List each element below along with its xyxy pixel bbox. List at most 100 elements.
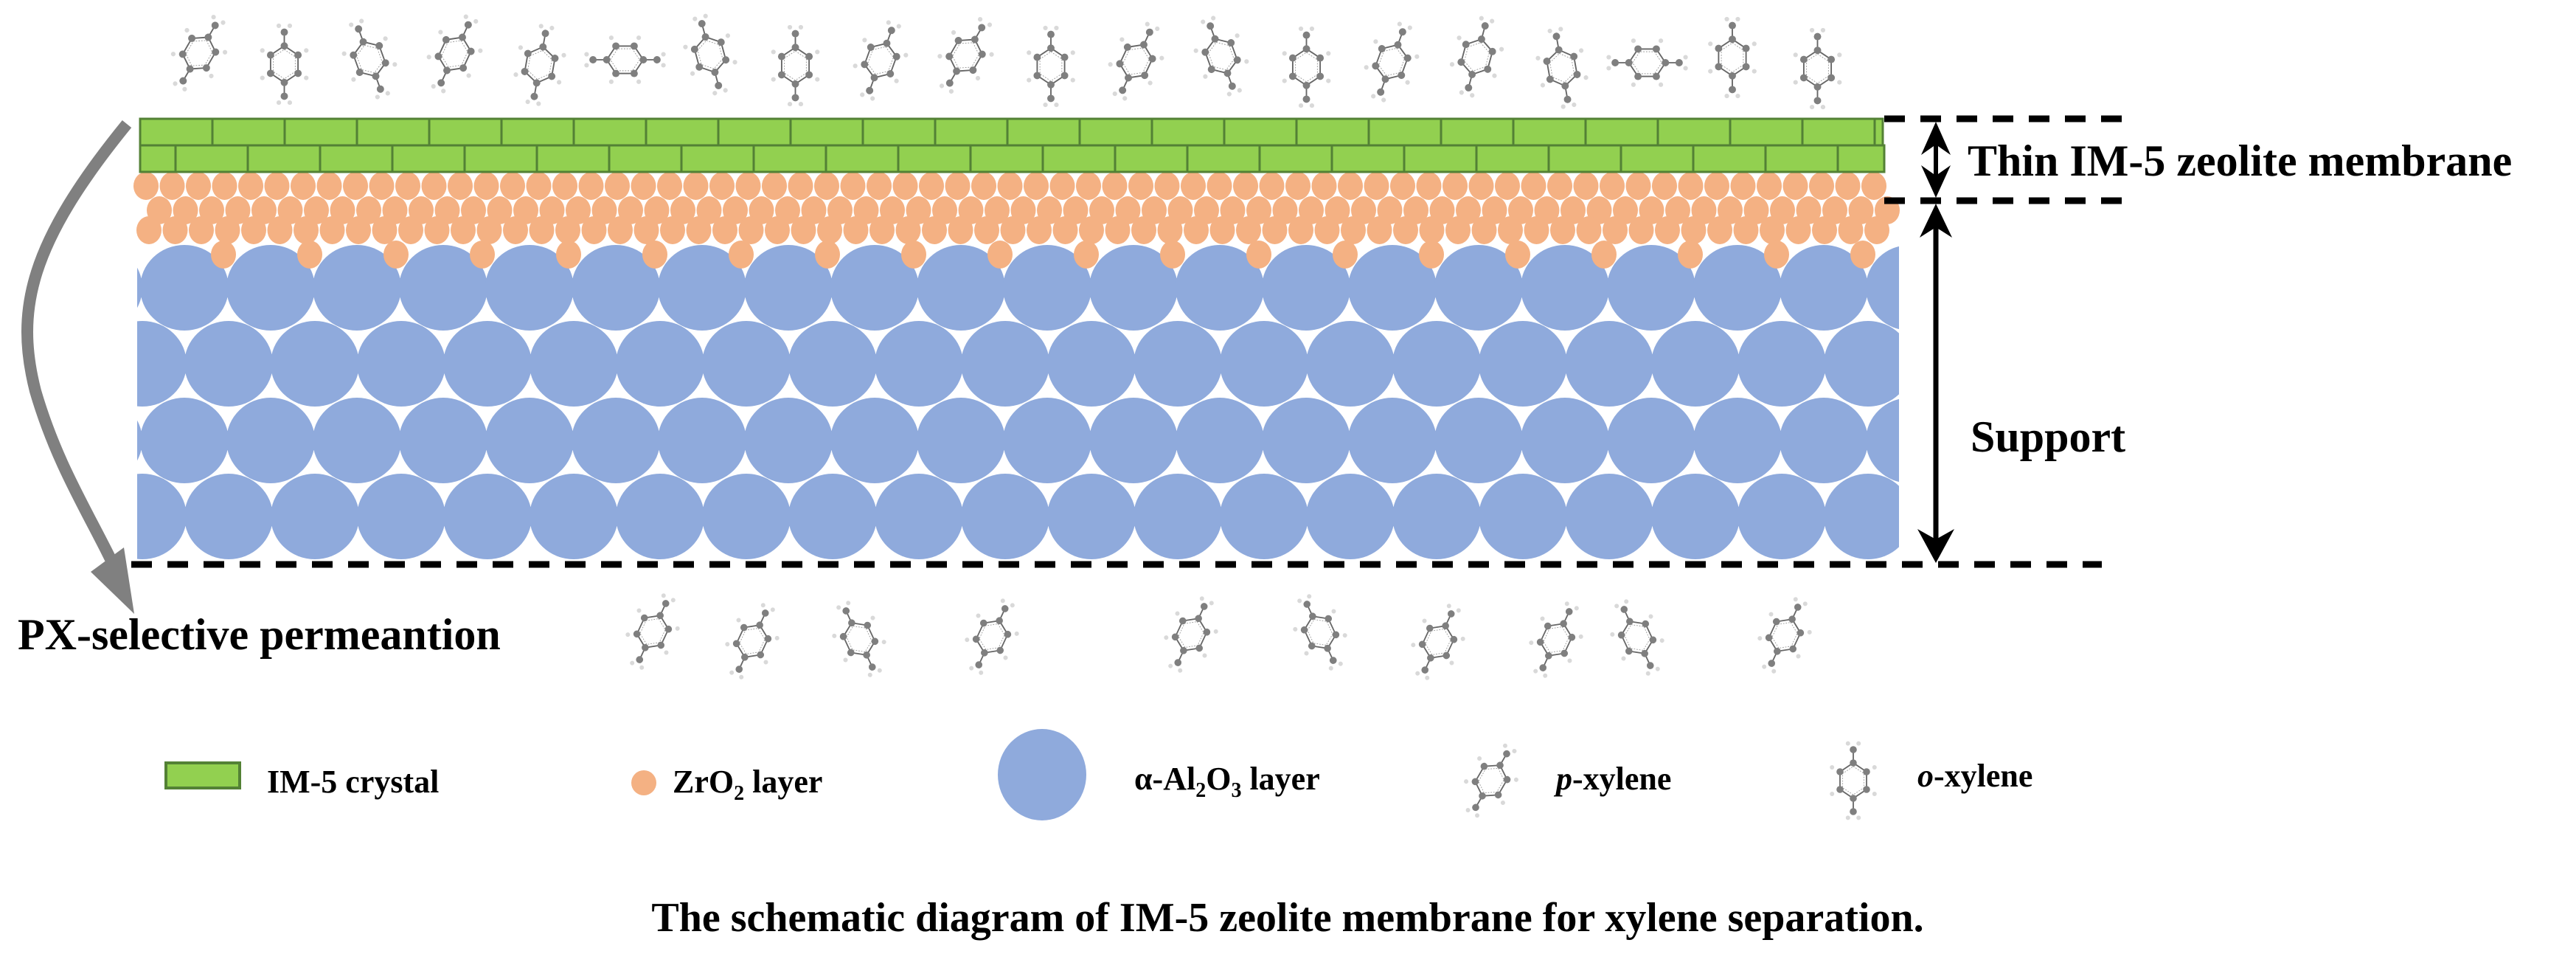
- o-xylene-molecule-icon: [770, 24, 821, 108]
- zro2-particle: [448, 172, 473, 200]
- legend-label-al2o3: α-Al2O3 layer: [1134, 761, 1320, 802]
- zro2-particle: [1681, 216, 1707, 244]
- figure-caption: The schematic diagram of IM-5 zeolite me…: [651, 895, 1923, 941]
- p-xylene-molecule-icon: [1184, 8, 1259, 104]
- zro2-particle: [892, 172, 918, 200]
- zro2-particle: [608, 216, 633, 244]
- zro2-particle: [1184, 216, 1209, 244]
- al2o3-particle: [1220, 321, 1308, 407]
- im5-crystal-brick: [1729, 117, 1804, 147]
- zro2-particle: [1131, 216, 1156, 244]
- zro2-particle: [556, 241, 581, 269]
- zro2-particle: [762, 172, 787, 200]
- al2o3-particle: [1866, 246, 1899, 330]
- zro2-particle: [1864, 216, 1889, 244]
- zro2-particle: [735, 172, 761, 200]
- zro2-particle: [1049, 172, 1075, 200]
- al2o3-particle: [830, 245, 919, 331]
- im5-crystal-brick: [969, 144, 1044, 173]
- zro2-particle: [1835, 172, 1861, 200]
- al2o3-particle: [875, 321, 963, 407]
- al2o3-particle: [1348, 398, 1437, 483]
- p-xylene-molecule-icon: [1746, 589, 1824, 682]
- zro2-particle: [1785, 216, 1811, 244]
- al2o3-particle: [313, 245, 401, 331]
- zro2-particle: [267, 216, 293, 244]
- zro2-particle: [987, 241, 1013, 269]
- zro2-particle: [581, 216, 607, 244]
- im5-crystal-brick: [1078, 117, 1153, 147]
- legend-item-al2o3: α-Al2O3 layer: [998, 729, 1320, 820]
- o-xylene-molecule-icon: [1605, 38, 1689, 88]
- zro2-particle: [738, 216, 764, 244]
- al2o3-particle: [1176, 245, 1264, 331]
- zro2-particle: [291, 172, 316, 200]
- support-thickness-arrow: [1917, 204, 1954, 563]
- al2o3-particle: [357, 321, 445, 407]
- al2o3-particle: [1176, 398, 1264, 483]
- im5-crystal-brick: [1801, 117, 1876, 147]
- al2o3-particle: [1348, 245, 1437, 331]
- im5-crystal-brick: [572, 117, 648, 147]
- al2o3-particle: [1306, 321, 1395, 407]
- p-xylene-molecule-icon: [820, 592, 898, 685]
- zro2-particle: [1160, 241, 1185, 269]
- al2o3-particle: [1047, 321, 1136, 407]
- zro2-particle: [395, 172, 420, 200]
- zro2-particle: [398, 216, 423, 244]
- zro2-particle: [1603, 216, 1628, 244]
- zro2-particle: [264, 172, 290, 200]
- zro2-particle: [1524, 216, 1549, 244]
- al2o3-particle: [1824, 321, 1899, 407]
- zro2-particle: [1498, 216, 1523, 244]
- zro2-particle: [1600, 172, 1625, 200]
- p-xylene-molecule-icon: [1707, 15, 1757, 100]
- im5-crystal-brick: [1041, 144, 1117, 173]
- al2o3-particle: [1737, 321, 1826, 407]
- zro2-particle: [1419, 216, 1445, 244]
- al2o3-particle: [443, 321, 532, 407]
- zro2-particle: [974, 216, 999, 244]
- legend-item-im5-crystal: IM-5 crystal: [164, 761, 439, 800]
- legend-item-zro2: ZrO2 layer: [631, 764, 822, 805]
- al2o3-particle: [1651, 474, 1740, 559]
- al2o3-particle: [0, 474, 14, 559]
- im5-crystal-brick: [1547, 144, 1622, 173]
- zro2-particle: [451, 216, 476, 244]
- im5-crystal-brick: [680, 144, 755, 173]
- im5-crystal-brick: [283, 117, 358, 147]
- al2o3-particle: [137, 474, 187, 559]
- zro2-particle: [1730, 172, 1756, 200]
- al2o3-particle: [744, 245, 833, 331]
- p-xylene-molecule-icon: [1281, 586, 1359, 679]
- zro2-particle: [945, 172, 971, 200]
- legend-item-o-xylene: o-xylene: [1829, 740, 2032, 821]
- al2o3-particle: [184, 321, 273, 407]
- al2o3-support-layer: [0, 245, 1899, 559]
- zro2-particle: [1128, 172, 1153, 200]
- legend: IM-5 crystal ZrO2 layer α-Al2O3 layer p-…: [164, 729, 2032, 828]
- al2o3-particle: [271, 474, 359, 559]
- zro2-particle: [1367, 216, 1392, 244]
- zro2-particle: [1233, 172, 1258, 200]
- p-xylene-molecule-icon: [508, 20, 572, 110]
- zro2-particle: [867, 172, 892, 200]
- zro2-particle: [1341, 216, 1366, 244]
- zro2-particle: [529, 216, 555, 244]
- zro2-particle: [1076, 172, 1101, 200]
- im5-crystal-brick: [1295, 117, 1370, 147]
- zro2-particle: [709, 172, 735, 200]
- al2o3-particle: [399, 245, 487, 331]
- im5-crystal-brick: [211, 117, 286, 147]
- zro2-particle: [1521, 172, 1546, 200]
- al2o3-particle: [1089, 398, 1178, 483]
- zro2-particle: [555, 216, 580, 244]
- im5-crystal-brick: [1006, 117, 1081, 147]
- al2o3-particle: [1133, 321, 1222, 407]
- zro2-particle: [869, 216, 895, 244]
- al2o3-particle: [788, 321, 877, 407]
- zro2-particle: [1314, 216, 1340, 244]
- permeate-side-molecules: [614, 585, 1824, 688]
- legend-label-o-xylene: o-xylene: [1917, 758, 2032, 794]
- zro2-particle: [840, 172, 866, 200]
